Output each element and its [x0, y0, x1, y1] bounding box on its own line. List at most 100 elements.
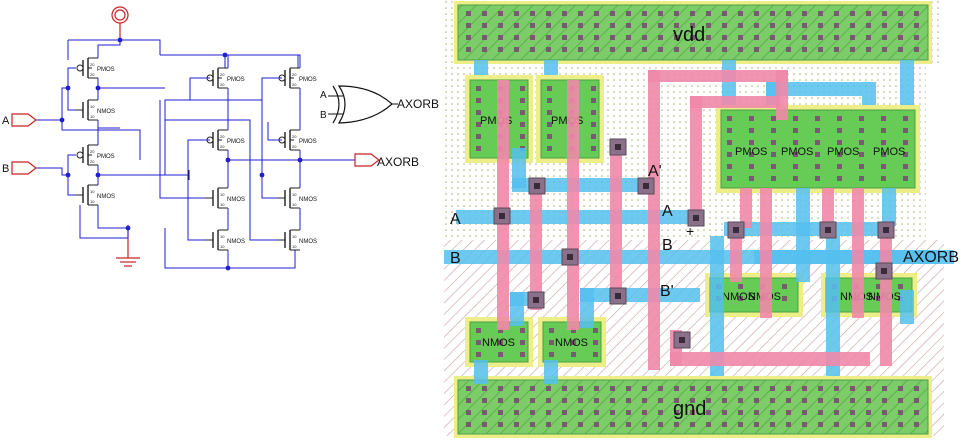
diffusion-contact — [571, 340, 576, 345]
rail-contact — [834, 422, 839, 427]
size-label: 10 — [90, 199, 95, 204]
xor-back-curve — [332, 85, 340, 124]
nmos-device-mid — [709, 277, 799, 313]
gnd-wire — [79, 205, 129, 239]
rail-contact — [658, 23, 663, 28]
diffusion-contact — [476, 328, 481, 333]
diffusion-contact — [771, 152, 776, 157]
size-label: 20 — [220, 134, 225, 139]
rail-contact — [546, 35, 551, 40]
label-a: A — [450, 211, 461, 228]
rail-contact — [642, 11, 647, 16]
gate-wire — [182, 77, 282, 101]
rail-contact — [722, 47, 727, 52]
rail-contact — [578, 23, 583, 28]
size-label: 10 — [90, 189, 95, 194]
diffusion-contact — [520, 328, 525, 333]
rail-contact — [738, 410, 743, 415]
rail-contact — [802, 386, 807, 391]
input-b-port — [11, 161, 37, 175]
diffusion-contact — [771, 140, 776, 145]
poly-wire — [776, 70, 788, 120]
rail-contact — [738, 386, 743, 391]
diffusion-contact — [771, 128, 776, 133]
gate-wire — [165, 119, 265, 241]
diffusion-contact — [727, 176, 732, 181]
rail-contact — [610, 410, 615, 415]
rail-contact — [722, 23, 727, 28]
rail-contact — [626, 11, 631, 16]
diffusion-contact — [815, 152, 820, 157]
rail-contact — [770, 422, 775, 427]
rail-contact — [610, 422, 615, 427]
wire — [97, 127, 120, 145]
vdd-wire — [68, 39, 161, 55]
rail-contact — [898, 11, 903, 16]
rail-contact — [882, 11, 887, 16]
size-label: 20 — [292, 144, 297, 149]
rail-contact — [690, 386, 695, 391]
rail-contact — [706, 422, 711, 427]
rail-contact — [514, 410, 519, 415]
rail-contact — [610, 35, 615, 40]
rail-contact — [786, 386, 791, 391]
diffusion-contact — [520, 340, 525, 345]
nmos-label: NMOS — [299, 239, 317, 245]
metal1-wire — [796, 188, 810, 282]
rail-contact — [882, 410, 887, 415]
poly-wire — [690, 96, 702, 222]
rail-contact — [898, 422, 903, 427]
input-b-port-label: B — [2, 163, 9, 175]
size-label: 20 — [220, 82, 225, 87]
rail-contact — [786, 11, 791, 16]
via-core — [883, 227, 889, 233]
rail-contact — [882, 398, 887, 403]
rail-contact — [882, 23, 887, 28]
metal1-wire — [544, 360, 558, 384]
diffusion-contact — [593, 340, 598, 345]
layout-view: vddgndPMOSPMOSPMOSPMOSPMOSPMOSNMOSNMOSNM… — [444, 0, 959, 438]
rail-contact — [546, 47, 551, 52]
diffusion-contact — [771, 116, 776, 121]
diffusion-contact — [793, 176, 798, 181]
diffusion-contact — [881, 140, 886, 145]
rail-contact — [562, 47, 567, 52]
rail-contact — [850, 398, 855, 403]
rail-contact — [674, 47, 679, 52]
poly-wire — [822, 188, 834, 228]
metal1-wire — [826, 236, 840, 376]
rail-contact — [770, 11, 775, 16]
metal1-wire — [710, 236, 724, 376]
diffusion-contact — [738, 296, 743, 301]
via-core — [567, 254, 573, 260]
diffusion-contact — [476, 86, 481, 91]
rail-contact — [562, 35, 567, 40]
diffusion-contact — [793, 116, 798, 121]
via-core — [534, 183, 540, 189]
rail-contact — [594, 410, 599, 415]
rail-contact — [578, 422, 583, 427]
rail-contact — [706, 23, 711, 28]
rail-contact — [514, 23, 519, 28]
diffusion-contact — [903, 140, 908, 145]
rail-contact — [754, 398, 759, 403]
rail-contact — [834, 398, 839, 403]
gate-wire — [187, 175, 206, 241]
diffusion-contact — [749, 140, 754, 145]
rail-contact — [866, 47, 871, 52]
diffusion-contact — [903, 164, 908, 169]
rail-contact — [754, 386, 759, 391]
rail-contact — [754, 422, 759, 427]
metal1-wire — [474, 360, 488, 384]
rail-contact — [802, 410, 807, 415]
diffusion-contact — [498, 328, 503, 333]
rail-contact — [498, 410, 503, 415]
size-label: 20 — [90, 149, 95, 154]
rail-contact — [738, 11, 743, 16]
rail-contact — [594, 35, 599, 40]
